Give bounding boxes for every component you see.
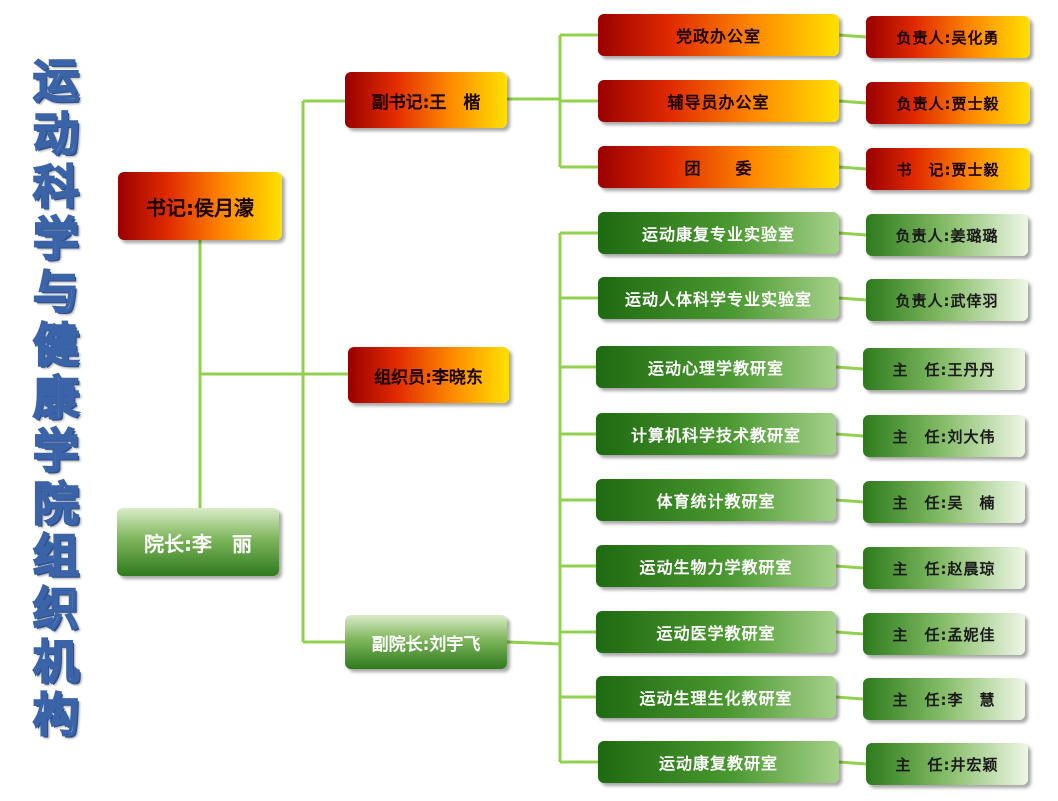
connector xyxy=(835,365,864,371)
academic-unit-head-box: 主 任:刘大伟 xyxy=(863,415,1025,457)
connector xyxy=(835,432,864,438)
connector xyxy=(838,296,867,302)
connector xyxy=(506,640,561,646)
connector xyxy=(835,630,864,636)
connector xyxy=(835,498,864,504)
academic-unit-head-box: 主 任:王丹丹 xyxy=(863,348,1025,390)
title-char: 机 xyxy=(32,635,80,690)
academic-unit-head-box: 主 任:井宏颖 xyxy=(866,743,1028,785)
academic-unit-head-box: 主 任:赵晨琼 xyxy=(863,547,1025,589)
connector xyxy=(838,33,867,39)
party-unit-box: 党政办公室 xyxy=(598,14,839,56)
academic-unit-head-box: 主 任:李 慧 xyxy=(863,678,1025,720)
party-unit-box: 辅导员办公室 xyxy=(598,80,839,122)
academic-unit-head-box: 主 任:孟妮佳 xyxy=(863,613,1025,655)
academic-unit-head-box: 负责人:武倖羽 xyxy=(866,279,1028,321)
academic-unit-head-box: 主 任:吴 楠 xyxy=(863,481,1025,523)
party-unit-head-box: 书 记:贾士毅 xyxy=(866,148,1030,190)
title-char: 动 xyxy=(32,106,80,161)
academic-unit-box: 运动医学教研室 xyxy=(596,611,836,653)
title-char: 运 xyxy=(32,54,80,108)
academic-unit-box: 运动生物力学教研室 xyxy=(596,545,836,587)
connector xyxy=(835,564,864,570)
academic-unit-head-box: 负责人:姜璐璐 xyxy=(866,214,1028,256)
title-char: 组 xyxy=(32,529,80,584)
party-unit-head-box: 负责人:吴化勇 xyxy=(866,16,1030,58)
title-char: 织 xyxy=(32,582,80,637)
organizer-box: 组织员:李晓东 xyxy=(348,347,509,403)
title-char: 院 xyxy=(32,476,80,531)
connector xyxy=(838,99,867,105)
vertical-title: 运 动 科 学 与 健 康 学 院 组 织 机 构 xyxy=(20,54,92,742)
academic-unit-box: 运动心理学教研室 xyxy=(596,346,836,388)
title-char: 学 xyxy=(32,423,80,478)
party-unit-box: 团 委 xyxy=(598,146,839,188)
connector xyxy=(838,231,867,237)
title-char: 学 xyxy=(32,212,80,267)
vice-dean-box: 副院长:刘宇飞 xyxy=(345,615,507,669)
academic-unit-box: 运动康复专业实验室 xyxy=(598,212,839,254)
academic-unit-box: 体育统计教研室 xyxy=(596,479,836,521)
academic-unit-box: 运动生理生化教研室 xyxy=(596,676,836,718)
secretary-box: 书记:侯月濛 xyxy=(118,172,282,240)
deputy-secretary-box: 副书记:王 楷 xyxy=(345,72,507,128)
title-char: 康 xyxy=(32,370,80,425)
academic-unit-box: 运动康复教研室 xyxy=(598,741,839,783)
connector xyxy=(835,695,864,701)
title-char: 健 xyxy=(32,318,80,373)
title-char: 科 xyxy=(32,159,80,214)
connector xyxy=(838,760,867,766)
title-char: 与 xyxy=(32,265,80,320)
dean-box: 院长:李 丽 xyxy=(117,508,279,576)
connector xyxy=(838,165,867,171)
title-char: 构 xyxy=(32,687,80,742)
academic-unit-box: 计算机科学技术教研室 xyxy=(596,413,836,455)
party-unit-head-box: 负责人:贾士毅 xyxy=(866,82,1030,124)
academic-unit-box: 运动人体科学专业实验室 xyxy=(598,277,839,319)
